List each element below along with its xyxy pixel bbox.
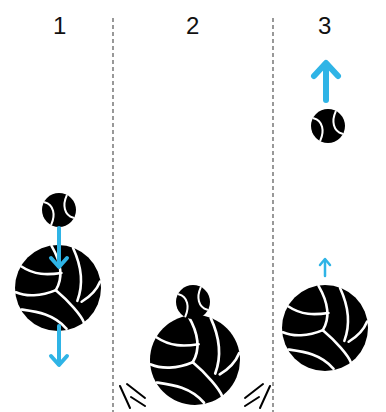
impact-lines xyxy=(120,384,270,408)
divider-lines xyxy=(113,18,273,412)
panel-number: 2 xyxy=(186,14,199,38)
panel-number: 3 xyxy=(318,14,331,38)
motion-arrows xyxy=(51,228,67,365)
motion-arrows xyxy=(314,63,338,276)
panel-number: 1 xyxy=(53,14,66,38)
